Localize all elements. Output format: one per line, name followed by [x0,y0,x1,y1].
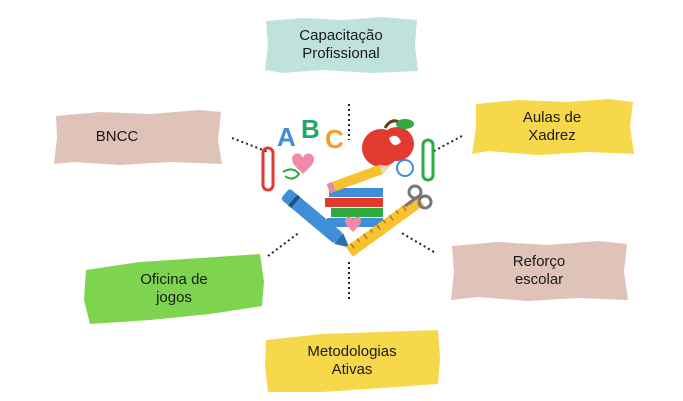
topic-metodologias-ativas: Metodologias Ativas [262,328,442,394]
topic-line-1: BNCC [95,128,139,145]
school-supplies-heart-icon: A B C [261,114,435,257]
paperclip-green-icon [421,138,435,182]
letter-b-icon: B [301,114,320,144]
torn-paper-bg [451,241,628,301]
topic-line-1: Capacitação [299,27,383,44]
a-plus-badge-icon [396,159,414,177]
scissors-icon [404,184,433,210]
heart-pink-icon [292,153,314,174]
apple-icon [362,119,414,167]
pencil-icon [326,164,391,194]
swirl-icon [282,168,301,180]
paperclip-red-icon [261,146,275,192]
topic-bncc: BNCC [50,106,224,168]
heart-small-icon [345,216,361,232]
topic-reforco-escolar: Reforço escolar [448,238,630,304]
connector-reforco [399,231,435,253]
letter-a-icon: A [277,122,296,152]
topic-line-2: Profissional [302,45,380,62]
connector-bncc [231,137,269,153]
torn-paper-bg [472,99,634,155]
topic-capacitacao-profissional: Capacitação Profissional [262,15,420,75]
topic-line-1: Metodologias [307,343,397,360]
torn-paper-bg [54,110,222,165]
connector-oficina [267,231,301,257]
topic-oficina-de-jogos: Oficina de jogos [80,252,268,326]
connector-xadrez [431,135,463,153]
topic-line-1: Oficina de [140,271,208,288]
crayon-icon [281,189,350,248]
topic-line-1: Aulas de [522,109,582,126]
topic-line-2: jogos [156,289,192,306]
topic-line-2: Xadrez [528,127,576,144]
topic-line-1: Reforço [512,253,566,270]
letter-c-icon: C [325,124,344,154]
torn-paper-bg [84,254,264,324]
torn-paper-bg [265,330,440,392]
topic-line-2: Ativas [331,361,373,378]
torn-paper-bg [265,17,418,73]
topic-line-2: escolar [514,271,564,288]
topic-aulas-de-xadrez: Aulas de Xadrez [468,96,636,158]
